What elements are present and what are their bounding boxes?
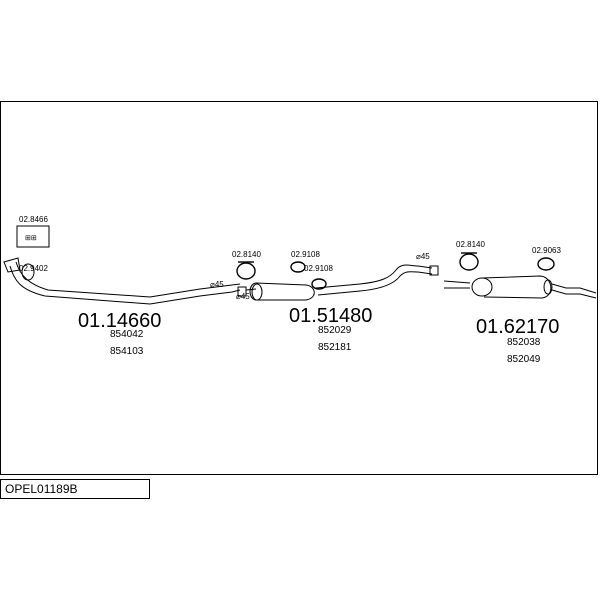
ring-1-code: 02.9108 (291, 250, 320, 259)
clamp-kit-code: 02.8466 (19, 215, 48, 224)
ring-2-icon (311, 278, 327, 290)
rear-silencer (443, 275, 597, 299)
ring-3-icon (537, 257, 555, 271)
kit-code: OPEL01189B (5, 482, 78, 496)
part-3-ref-1: 852038 (507, 337, 541, 348)
part-3-code: 01.62170 (476, 316, 559, 338)
clamp-kit-icon: ⊞⊞ (16, 225, 50, 248)
gasket-code: 02.9402 (19, 264, 48, 273)
diameter-label-2: ⌀45 (236, 292, 250, 301)
ring-2-code: 02.9108 (304, 264, 333, 273)
part-1-ref-1: 854042 (110, 329, 144, 340)
hanger-2-icon (459, 252, 479, 271)
middle-pipe-silencer (237, 264, 439, 301)
hanger-2-code: 02.8140 (456, 240, 485, 249)
part-1-ref-2: 854103 (110, 346, 144, 357)
part-2-code: 01.51480 (289, 305, 372, 327)
diameter-label-3: ⌀45 (416, 252, 430, 261)
part-3-ref-2: 852049 (507, 354, 541, 365)
svg-text:⊞⊞: ⊞⊞ (25, 235, 37, 242)
hanger-1-code: 02.8140 (232, 250, 261, 259)
diameter-label-1: ⌀45 (210, 280, 224, 289)
kit-code-box: OPEL01189B (0, 479, 150, 499)
ring-1-icon (290, 261, 306, 273)
ring-3-code: 02.9063 (532, 246, 561, 255)
diagram-frame (0, 101, 598, 475)
hanger-1-icon (236, 261, 256, 280)
part-1-code: 01.14660 (78, 310, 161, 332)
part-2-ref-2: 852181 (318, 342, 352, 353)
front-pipe (3, 257, 241, 305)
part-2-ref-1: 852029 (318, 325, 352, 336)
